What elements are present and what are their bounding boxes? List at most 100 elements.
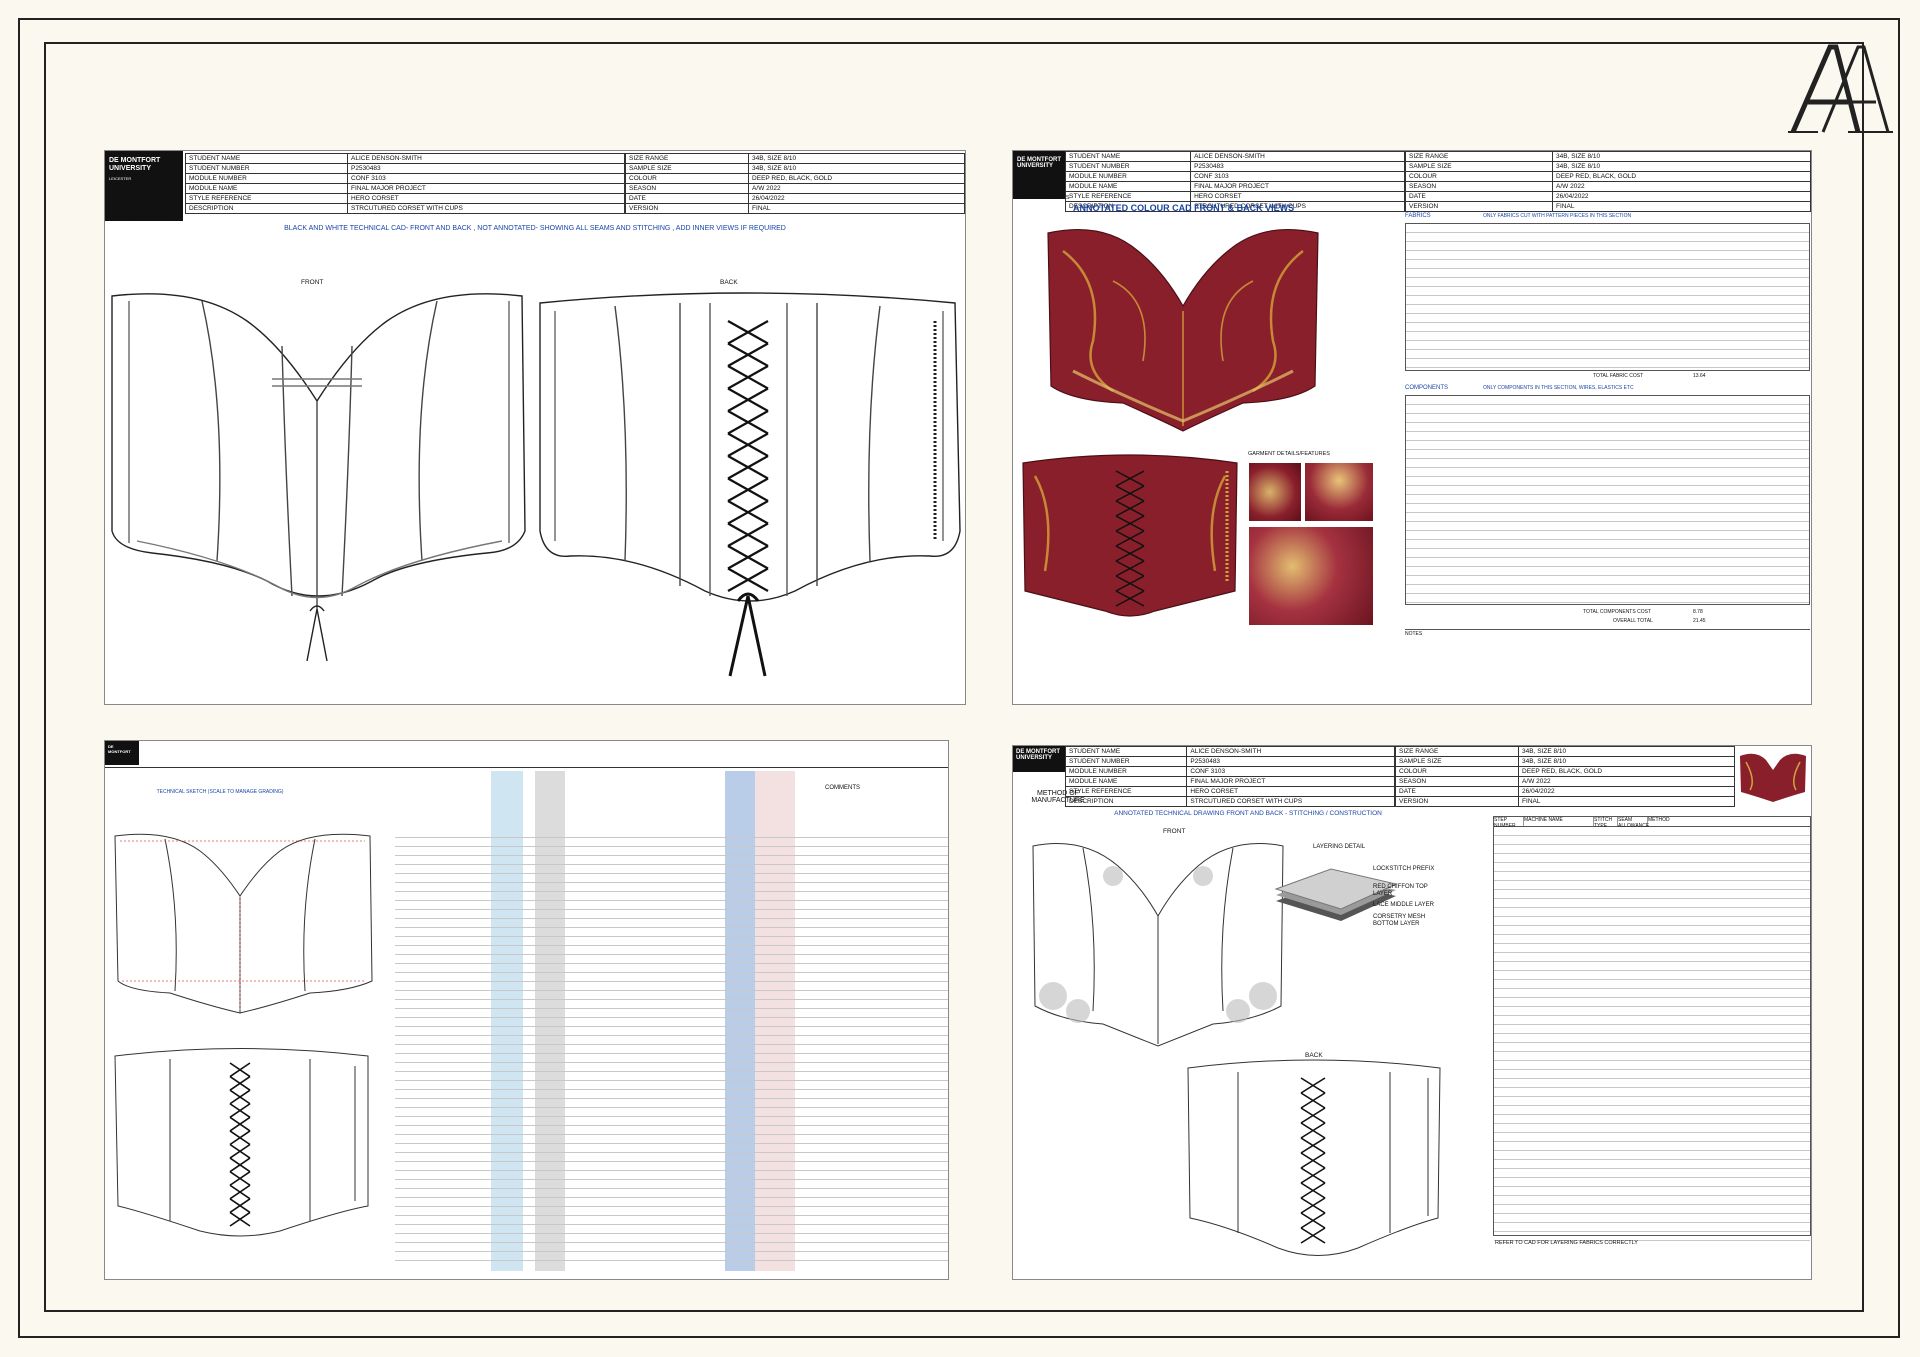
grid-row [1406, 287, 1809, 296]
grid-row [395, 1135, 948, 1144]
grid-row [395, 838, 948, 847]
lacing-cross [229, 1089, 251, 1105]
lacing-cross [727, 522, 769, 547]
lacing-cross [1115, 470, 1145, 487]
grid-row [1494, 1232, 1810, 1241]
mom-title: ANNOTATED TECHNICAL DRAWING FRONT AND BA… [1114, 810, 1382, 817]
grid-row [1406, 305, 1809, 314]
col-stitch: STITCH TYPE [1594, 817, 1618, 829]
grid-row [395, 901, 948, 910]
grid-row [1406, 522, 1809, 531]
grid-row [1494, 827, 1810, 836]
lacing-cross [1300, 1197, 1326, 1214]
grid-row [1406, 585, 1809, 594]
grid-row [395, 928, 948, 937]
university-logo: DE MONTFORT UNIVERSITY LEICESTER [105, 151, 183, 221]
grid-row [1494, 854, 1810, 863]
grading-column-a [491, 771, 523, 1271]
fabrics-label: FABRICS [1405, 213, 1431, 219]
grid-row [395, 910, 948, 919]
lacing-cross [1115, 530, 1145, 547]
grid-row [395, 1225, 948, 1234]
grid-row [395, 1009, 948, 1018]
grid-row [1494, 1052, 1810, 1061]
grid-row [1406, 495, 1809, 504]
outer-frame [18, 18, 1900, 1338]
grid-row [1494, 890, 1810, 899]
grid-row [395, 1108, 948, 1117]
grid-row [1494, 1016, 1810, 1025]
grid-row [1406, 260, 1809, 269]
grading-column-c [725, 771, 755, 1271]
layer-3: LACE MIDDLE LAYER [1373, 902, 1434, 908]
lacing-cross [1300, 1227, 1326, 1244]
mom-note: REFER TO CAD FOR LAYERING FABRICS CORREC… [1495, 1240, 1638, 1246]
mom-doc-type: METHOD OF MANUFACTURE [1031, 790, 1085, 804]
bom-doc-type: BILL OF MATERIALS [1017, 195, 1070, 201]
col-step: STEP NUMBER [1494, 817, 1524, 829]
lacing-cross [229, 1075, 251, 1091]
grid-row [395, 1243, 948, 1252]
grid-row [1406, 314, 1809, 323]
details-title: GARMENT DETAILS/FEATURES [1248, 451, 1330, 457]
grid-row [395, 1189, 948, 1198]
grid-row [1494, 881, 1810, 890]
mom-front-label: FRONT [1163, 828, 1186, 835]
lacing-cross [229, 1062, 251, 1078]
col-seam: SEAM ALLOWANCE [1618, 817, 1650, 829]
grid-row [395, 1126, 948, 1135]
grid-row [1494, 1025, 1810, 1034]
fabrics-title: ONLY FABRICS CUT WITH PATTERN PIECES IN … [1483, 213, 1632, 219]
layer-4: CORSETRY MESH BOTTOM LAYER [1373, 914, 1426, 927]
grid-row [1494, 1088, 1810, 1097]
grid-row [395, 1234, 948, 1243]
detail-photo-3 [1249, 527, 1373, 625]
col-machine: MACHINE NAME [1524, 817, 1594, 826]
colour-corset-front [1047, 228, 1319, 432]
colour-corset-back [1022, 454, 1238, 617]
lacing-cross [727, 320, 769, 345]
lacing-cross [1115, 575, 1145, 592]
grid-row [1406, 450, 1809, 459]
grid-row [1494, 1070, 1810, 1079]
grid-row [395, 829, 948, 838]
grid-row [1406, 233, 1809, 242]
lacing-cross [229, 1103, 251, 1118]
grid-row [395, 955, 948, 964]
lacing-cross [229, 1171, 251, 1186]
lacing-cross [1300, 1107, 1326, 1124]
grid-row [1406, 558, 1809, 567]
grid-row [395, 883, 948, 892]
bom-title: ANNOTATED COLOUR CAD FRONT & BACK VIEWS [1073, 203, 1295, 213]
grid-row [1406, 513, 1809, 522]
lacing-cross [727, 500, 769, 525]
grid-row [1494, 845, 1810, 854]
grid-row [395, 1144, 948, 1153]
grid-row [1494, 1205, 1810, 1214]
lacing-cross [727, 545, 769, 570]
grid-row [1494, 1214, 1810, 1223]
grid-row [1494, 1223, 1810, 1232]
grid-row [1406, 414, 1809, 423]
grid-row [1494, 1178, 1810, 1187]
university-logo-tiny: DE MONTFORT [105, 741, 139, 765]
grid-row [1494, 899, 1810, 908]
lacing-cross [727, 387, 769, 412]
grid-row [395, 892, 948, 901]
grid-row [1406, 477, 1809, 486]
lacing-cross [1300, 1212, 1326, 1229]
grid-row [395, 1162, 948, 1171]
lacing-cross [727, 567, 769, 592]
grid-row [395, 1000, 948, 1009]
grading-sheet: DE MONTFORT TECHNICAL SKETCH (SCALE TO M… [104, 740, 949, 1280]
grid-row [1494, 1151, 1810, 1160]
grid-row [1494, 1133, 1810, 1142]
grid-row [395, 1252, 948, 1261]
grid-row [1494, 944, 1810, 953]
lacing-cross [727, 365, 769, 390]
